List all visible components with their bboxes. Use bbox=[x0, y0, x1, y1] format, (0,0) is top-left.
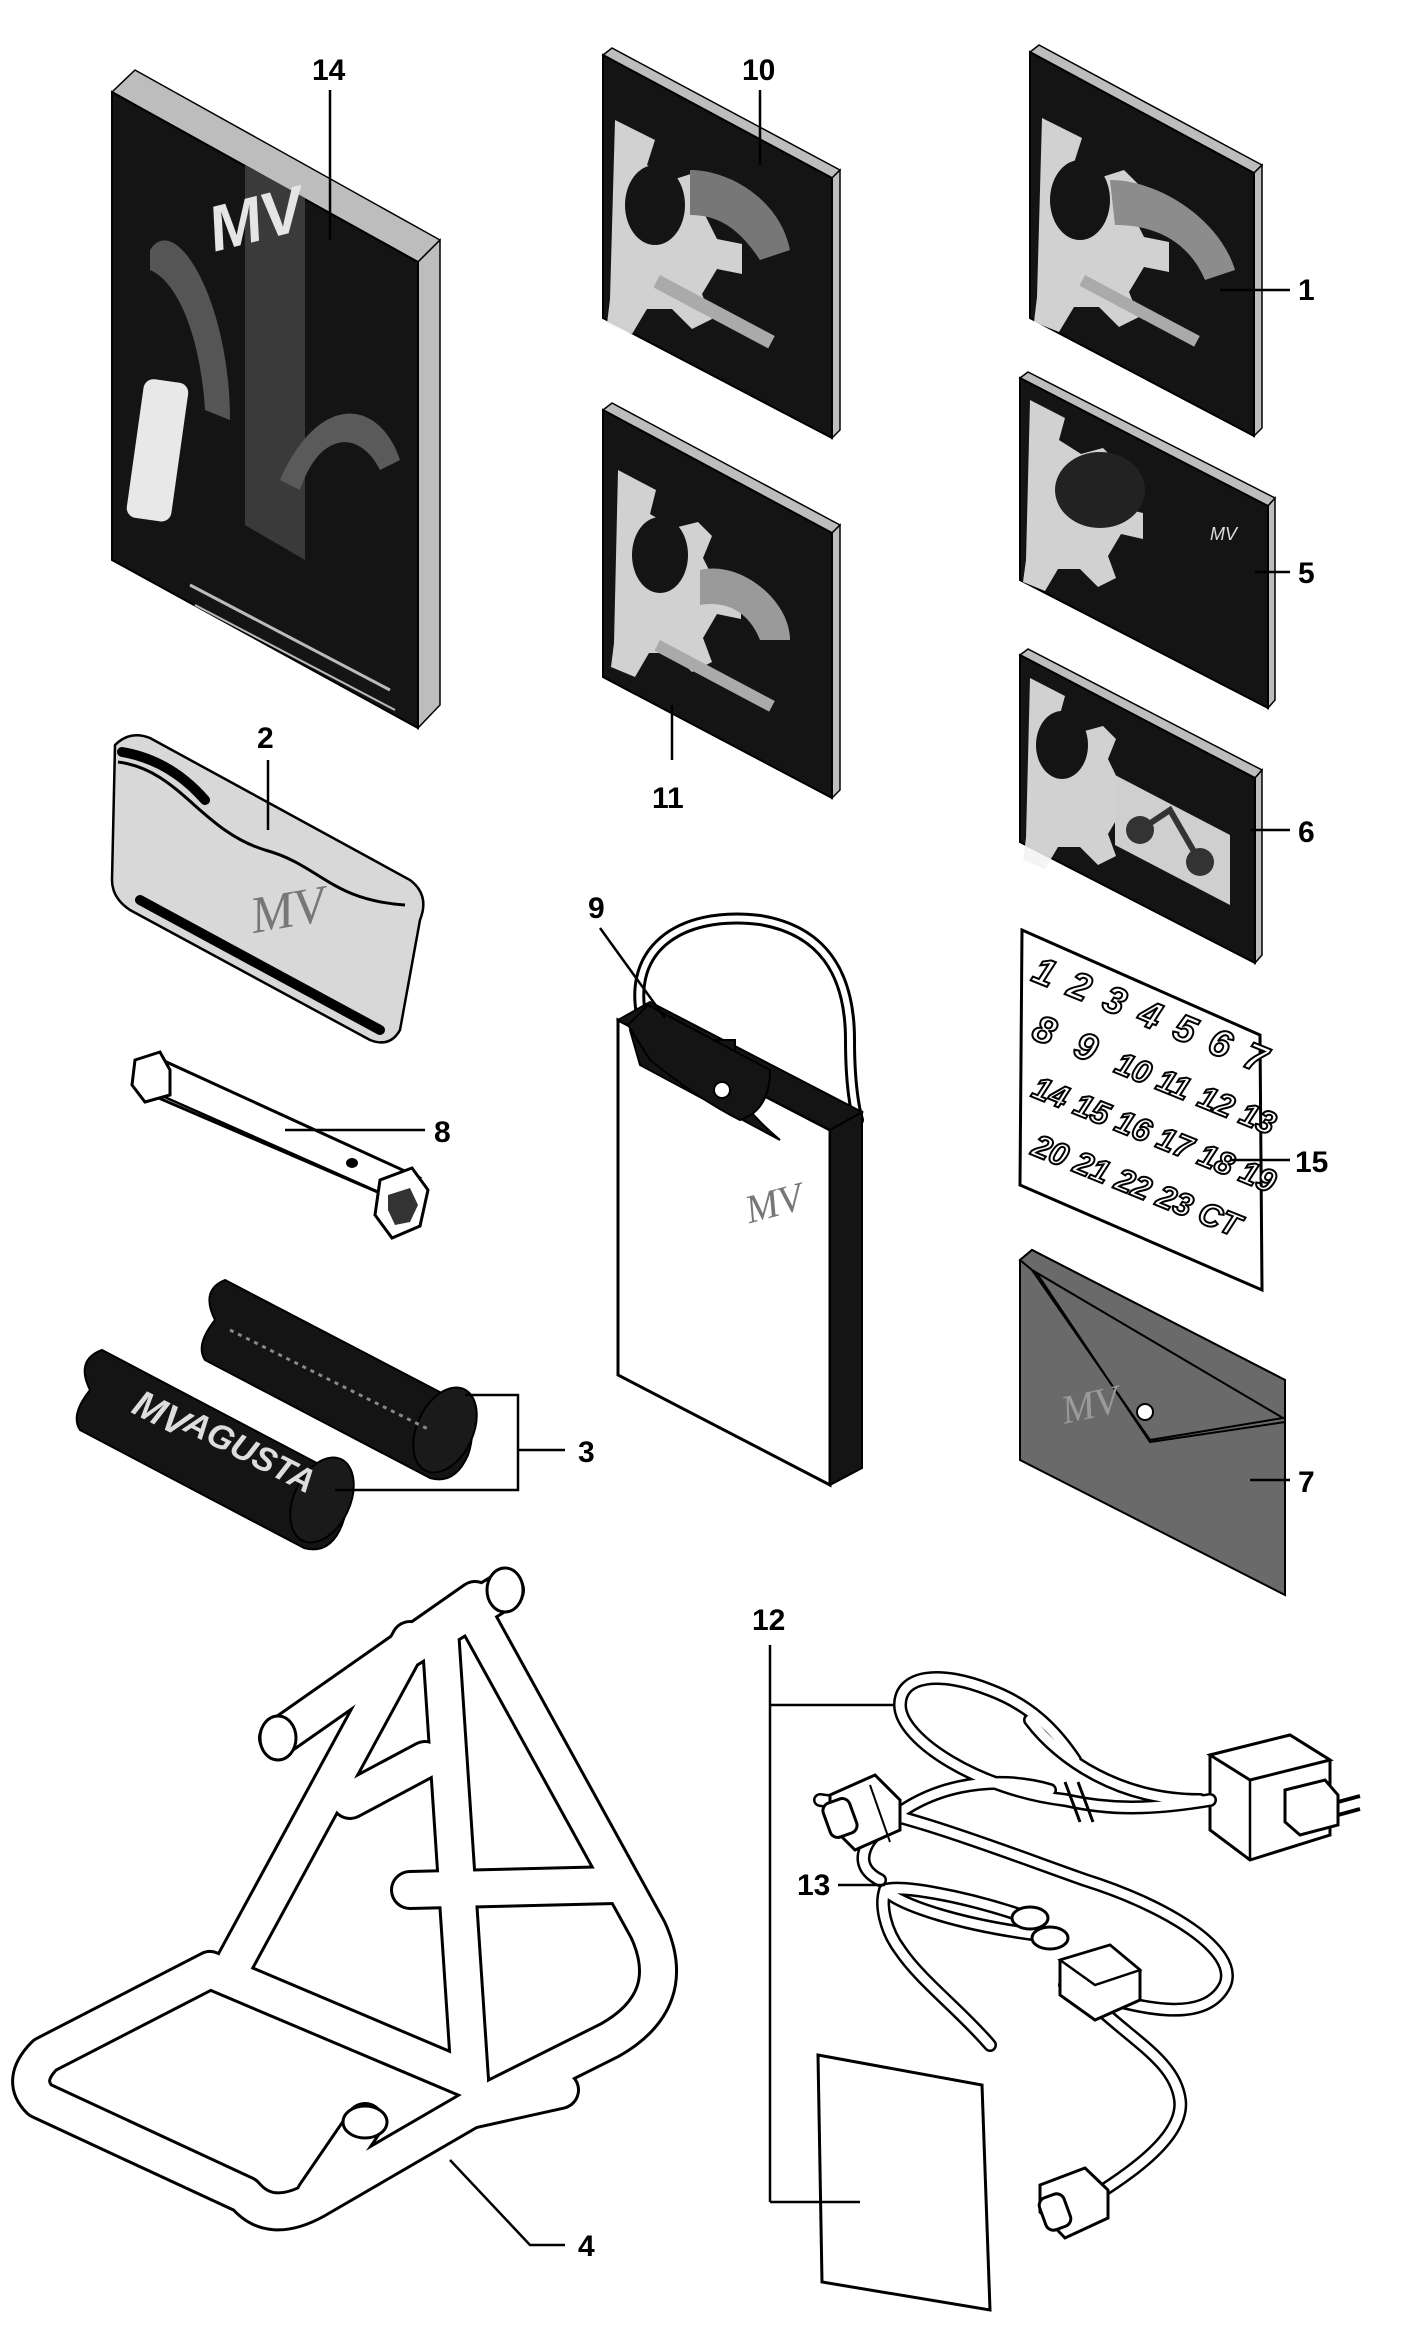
callout-labels: 14 10 1 5 6 11 2 9 15 8 3 7 12 13 4 bbox=[257, 54, 1328, 2263]
grip-covers: MV AGUSTA bbox=[75, 1278, 478, 1551]
workshop-manual-book bbox=[601, 402, 842, 800]
document-holder-bag: MV bbox=[615, 912, 865, 1488]
callout-12: 12 bbox=[752, 1604, 785, 1637]
callout-9: 9 bbox=[588, 892, 605, 925]
fuse-holder bbox=[1057, 1943, 1143, 2022]
charger-plug bbox=[1206, 1733, 1361, 1862]
callout-6: 6 bbox=[1298, 816, 1315, 849]
mv-logo-stamp: MV bbox=[245, 875, 335, 945]
callout-5: 5 bbox=[1298, 557, 1315, 590]
svg-text:MV: MV bbox=[1210, 524, 1239, 544]
callout-3: 3 bbox=[578, 1436, 595, 1469]
product-documentation-box: MV bbox=[110, 69, 442, 730]
battery-lead bbox=[876, 1881, 1188, 2240]
callout-11: 11 bbox=[652, 782, 684, 815]
rear-paddock-stand bbox=[11, 1566, 678, 2232]
leader-lines bbox=[266, 90, 1290, 2247]
spare-parts-catalogue-book bbox=[1028, 44, 1264, 438]
svg-text:MV: MV bbox=[245, 875, 335, 945]
warranty-booklet: MV bbox=[1018, 371, 1277, 710]
spark-plug-wrench bbox=[130, 1050, 430, 1240]
charger-cable bbox=[813, 1671, 1234, 2017]
callout-10: 10 bbox=[742, 54, 775, 87]
callout-15: 15 bbox=[1295, 1146, 1328, 1179]
callout-8: 8 bbox=[434, 1116, 451, 1149]
callout-14: 14 bbox=[312, 54, 346, 87]
callout-7: 7 bbox=[1298, 1466, 1315, 1499]
charger-connector bbox=[821, 1773, 902, 1852]
instruction-sheet bbox=[816, 2053, 992, 2312]
owner-manual-book bbox=[601, 47, 842, 440]
callout-1: 1 bbox=[1298, 274, 1315, 307]
owner-handbook bbox=[1018, 648, 1264, 965]
callout-2: 2 bbox=[257, 722, 274, 755]
document-envelope: MV bbox=[1018, 1248, 1286, 1597]
battery-charger-kit bbox=[813, 1671, 1361, 2312]
callout-13: 13 bbox=[797, 1869, 830, 1902]
tool-pouch: MV bbox=[110, 733, 425, 1044]
lead-connector bbox=[1037, 2166, 1110, 2240]
callout-4: 4 bbox=[578, 2230, 595, 2263]
